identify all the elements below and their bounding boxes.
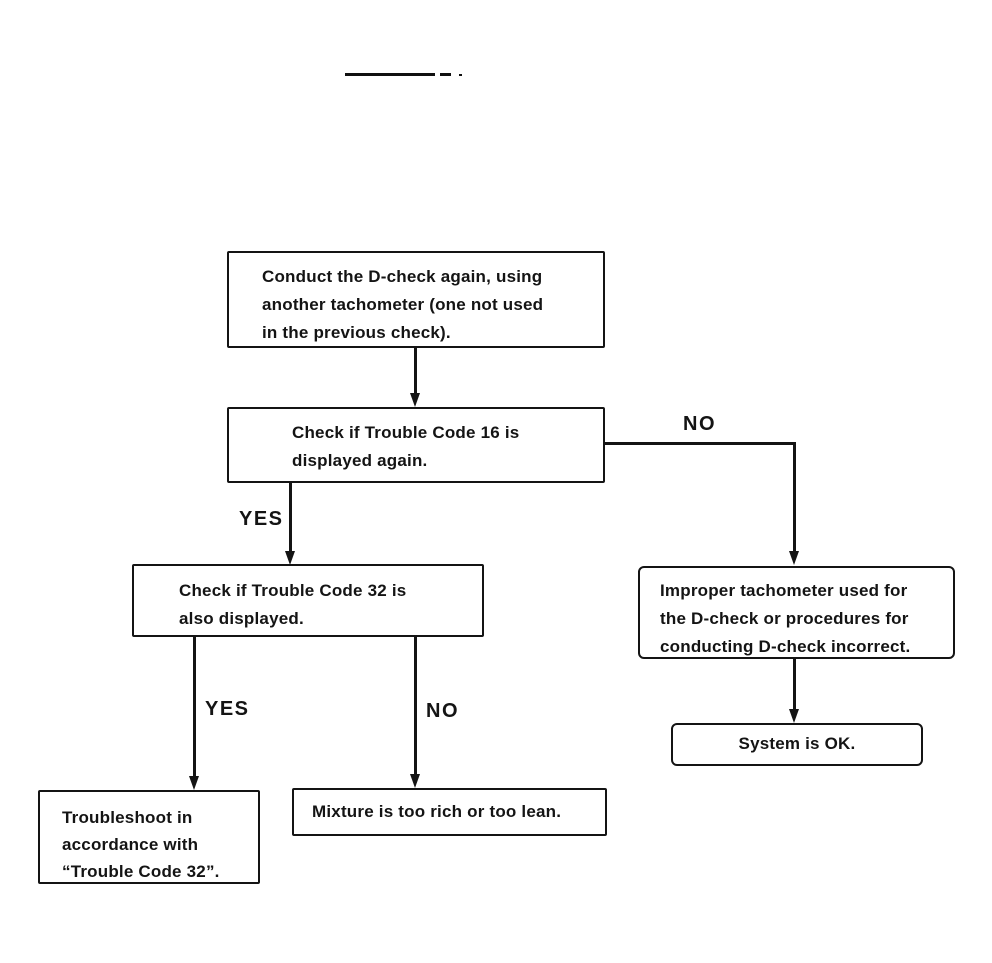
node-text-line: Improper tachometer used for <box>660 581 908 600</box>
node-check-code-32: Check if Trouble Code 32 is also display… <box>132 564 484 637</box>
node-mixture-rich-lean: Mixture is too rich or too lean. <box>292 788 607 836</box>
connector-code16-no-vertical <box>793 442 796 552</box>
label-yes: YES <box>205 698 250 720</box>
arrowhead-down-icon <box>189 776 199 790</box>
node-text-line: “Trouble Code 32”. <box>62 862 220 881</box>
node-text-line: accordance with <box>62 835 199 854</box>
node-check-code-16: Check if Trouble Code 16 is displayed ag… <box>227 407 605 483</box>
label-yes: YES <box>239 508 284 530</box>
scan-artifact-line <box>345 73 435 76</box>
arrowhead-down-icon <box>410 774 420 788</box>
connector-improper-to-systemok <box>793 659 796 711</box>
node-text-line: the D-check or procedures for <box>660 609 909 628</box>
node-text-line: another tachometer (one not used <box>262 295 544 314</box>
node-text-line: conducting D-check incorrect. <box>660 637 911 656</box>
label-no: NO <box>683 413 716 435</box>
node-conduct-d-check: Conduct the D-check again, using another… <box>227 251 605 348</box>
label-no: NO <box>426 700 459 722</box>
connector-conduct-to-code16 <box>414 348 417 395</box>
node-text-line: System is OK. <box>738 734 856 753</box>
connector-code32-yes <box>193 637 196 777</box>
scan-artifact-dot <box>459 74 462 76</box>
connector-code16-yes <box>289 483 292 553</box>
scan-artifact-dash <box>440 73 451 76</box>
node-text-line: Check if Trouble Code 16 is <box>292 423 520 442</box>
node-text-line: Check if Trouble Code 32 is <box>179 581 407 600</box>
node-system-ok: System is OK. <box>671 723 923 766</box>
node-text-line: Conduct the D-check again, using <box>262 267 543 286</box>
arrowhead-down-icon <box>789 551 799 565</box>
node-improper-tachometer: Improper tachometer used for the D-check… <box>638 566 955 659</box>
node-text-line: also displayed. <box>179 609 304 628</box>
node-text-line: displayed again. <box>292 451 428 470</box>
connector-code16-no-horizontal <box>604 442 795 445</box>
arrowhead-down-icon <box>789 709 799 723</box>
node-text-line: in the previous check). <box>262 323 451 342</box>
node-troubleshoot-code-32: Troubleshoot in accordance with “Trouble… <box>38 790 260 884</box>
node-text-line: Troubleshoot in <box>62 808 193 827</box>
node-text-line: Mixture is too rich or too lean. <box>312 802 562 821</box>
arrowhead-down-icon <box>285 551 295 565</box>
connector-code32-no <box>414 637 417 775</box>
arrowhead-down-icon <box>410 393 420 407</box>
